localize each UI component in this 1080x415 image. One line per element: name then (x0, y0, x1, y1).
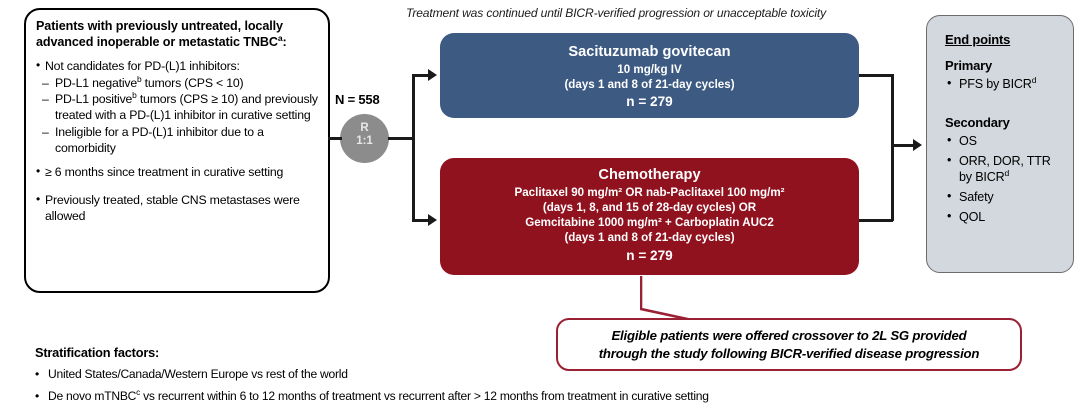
arm-schedule: (days 1 and 8 of 21-day cycles) (564, 77, 735, 91)
list-item-label: OS (959, 133, 977, 148)
footnote-marker: b (136, 73, 142, 84)
eligibility-title-colon: : (282, 35, 287, 50)
eligibility-title-footnote: a (277, 33, 283, 44)
eligibility-criteria-box: Patients with previously untreated, loca… (24, 8, 330, 293)
connector-to-sg-arm (412, 74, 429, 77)
footnote-marker: d (1031, 74, 1037, 85)
list-item: OS (945, 133, 1065, 150)
list-item-label: QOL (959, 209, 985, 224)
list-item: Safety (945, 189, 1065, 206)
stratification-item-disease-history: De novo mTNBCc vs recurrent within 6 to … (35, 387, 709, 403)
secondary-endpoints-heading: Secondary (945, 114, 1010, 130)
connector-to-chemo-arm (412, 219, 429, 222)
arm-regimen-1: Paclitaxel 90 mg/m² OR nab-Paclitaxel 10… (514, 185, 785, 199)
stratification-heading: Stratification factors: (35, 345, 160, 360)
list-item-label: PD-L1 positive (55, 92, 133, 107)
arrow-to-sg-arm-icon (428, 69, 437, 81)
list-item-label: PD-L1 negative (55, 75, 137, 90)
stratification-item-label: United States/Canada/Western Europe vs r… (47, 367, 348, 381)
randomization-ratio: 1:1 (356, 134, 373, 147)
list-item: ORR, DOR, TTR by BICRd (945, 153, 1065, 186)
connector-random-out (388, 137, 414, 140)
connector-merge-to-endpoints (891, 144, 915, 147)
crossover-callout: Eligible patients were offered crossover… (556, 318, 1022, 371)
randomization-letter: R (360, 122, 369, 134)
arm-sample-size: n = 279 (626, 94, 673, 110)
list-item-label: ≥ 6 months since treatment in curative s… (45, 164, 284, 179)
footnote-marker: c (136, 387, 140, 397)
connector-sg-to-merge (859, 74, 893, 77)
arm-dose: 10 mg/kg IV (617, 62, 682, 76)
primary-endpoints-heading: Primary (945, 58, 993, 73)
connector-split-vertical (412, 74, 415, 221)
arrow-to-endpoints-icon (913, 139, 922, 151)
list-item: ≥ 6 months since treatment in curative s… (36, 164, 318, 181)
arm-regimen-2: Gemcitabine 1000 mg/m² + Carboplatin AUC… (525, 216, 774, 230)
list-item-label: PFS by BICR (959, 77, 1032, 91)
arm-schedule-2: (days 1 and 8 of 21-day cycles) (564, 231, 735, 245)
connector-merge-vertical (891, 74, 894, 221)
crossover-line-2: through the study following BICR-verifie… (598, 345, 980, 361)
stratification-item-label: De novo mTNBC (47, 389, 137, 403)
eligibility-list: Not candidates for PD-(L)1 inhibitors: P… (36, 58, 318, 225)
list-item-label: Ineligible for a PD-(L)1 inhibitor due t… (55, 125, 264, 156)
list-item: Ineligible for a PD-(L)1 inhibitor due t… (36, 125, 318, 157)
list-item: PFS by BICRd (945, 74, 1065, 93)
randomization-node: R 1:1 (340, 114, 389, 163)
endpoints-heading: End points (945, 32, 1011, 47)
list-item-label-tail: tumors (CPS < 10) (141, 75, 244, 90)
eligibility-title: Patients with previously untreated, loca… (36, 18, 318, 51)
eligibility-title-text: Patients with previously untreated, loca… (36, 19, 283, 50)
arm-title: Sacituzumab govitecan (568, 44, 731, 60)
list-item-label: Safety (959, 189, 994, 204)
arm-schedule-1: (days 1, 8, and 15 of 28-day cycles) OR (542, 200, 757, 214)
footnote-marker: d (1004, 167, 1010, 178)
list-item-label: Not candidates for PD-(L)1 inhibitors: (45, 58, 240, 73)
endpoints-panel: End points Primary PFS by BICRd Secondar… (926, 15, 1074, 273)
crossover-line-1: Eligible patients were offered crossover… (611, 328, 967, 344)
list-item-label: Previously treated, stable CNS metastase… (45, 192, 300, 223)
arm-title: Chemotherapy (598, 167, 701, 183)
stratification-item-label-tail: vs recurrent within 6 to 12 months of tr… (140, 389, 709, 403)
arrow-to-chemo-arm-icon (428, 214, 437, 226)
connector-eligibility-to-random (328, 137, 342, 140)
arm-box-chemotherapy: Chemotherapy Paclitaxel 90 mg/m² OR nab-… (440, 158, 859, 275)
list-item: PD-L1 positiveb tumors (CPS ≥ 10) and pr… (36, 90, 318, 124)
connector-chemo-to-merge (859, 219, 893, 222)
list-item: QOL (945, 209, 1065, 226)
list-item-label: ORR, DOR, TTR by BICR (959, 153, 1051, 184)
list-item: Previously treated, stable CNS metastase… (36, 192, 318, 225)
list-item: PD-L1 negativeb tumors (CPS < 10) (36, 73, 318, 92)
arm-box-sacituzumab-govitecan: Sacituzumab govitecan 10 mg/kg IV (days … (440, 33, 859, 118)
list-item: Not candidates for PD-(L)1 inhibitors: (36, 58, 318, 75)
treatment-duration-banner: Treatment was continued until BICR-verif… (406, 6, 826, 20)
footnote-marker: b (132, 90, 137, 101)
stratification-item-region: United States/Canada/Western Europe vs r… (35, 367, 348, 381)
callout-pointer-icon (640, 276, 693, 320)
list-item-label-tail: tumors (CPS ≥ 10) and previously treated… (55, 92, 318, 123)
enrollment-count-label: N = 558 (335, 92, 380, 107)
arm-sample-size: n = 279 (626, 247, 673, 263)
